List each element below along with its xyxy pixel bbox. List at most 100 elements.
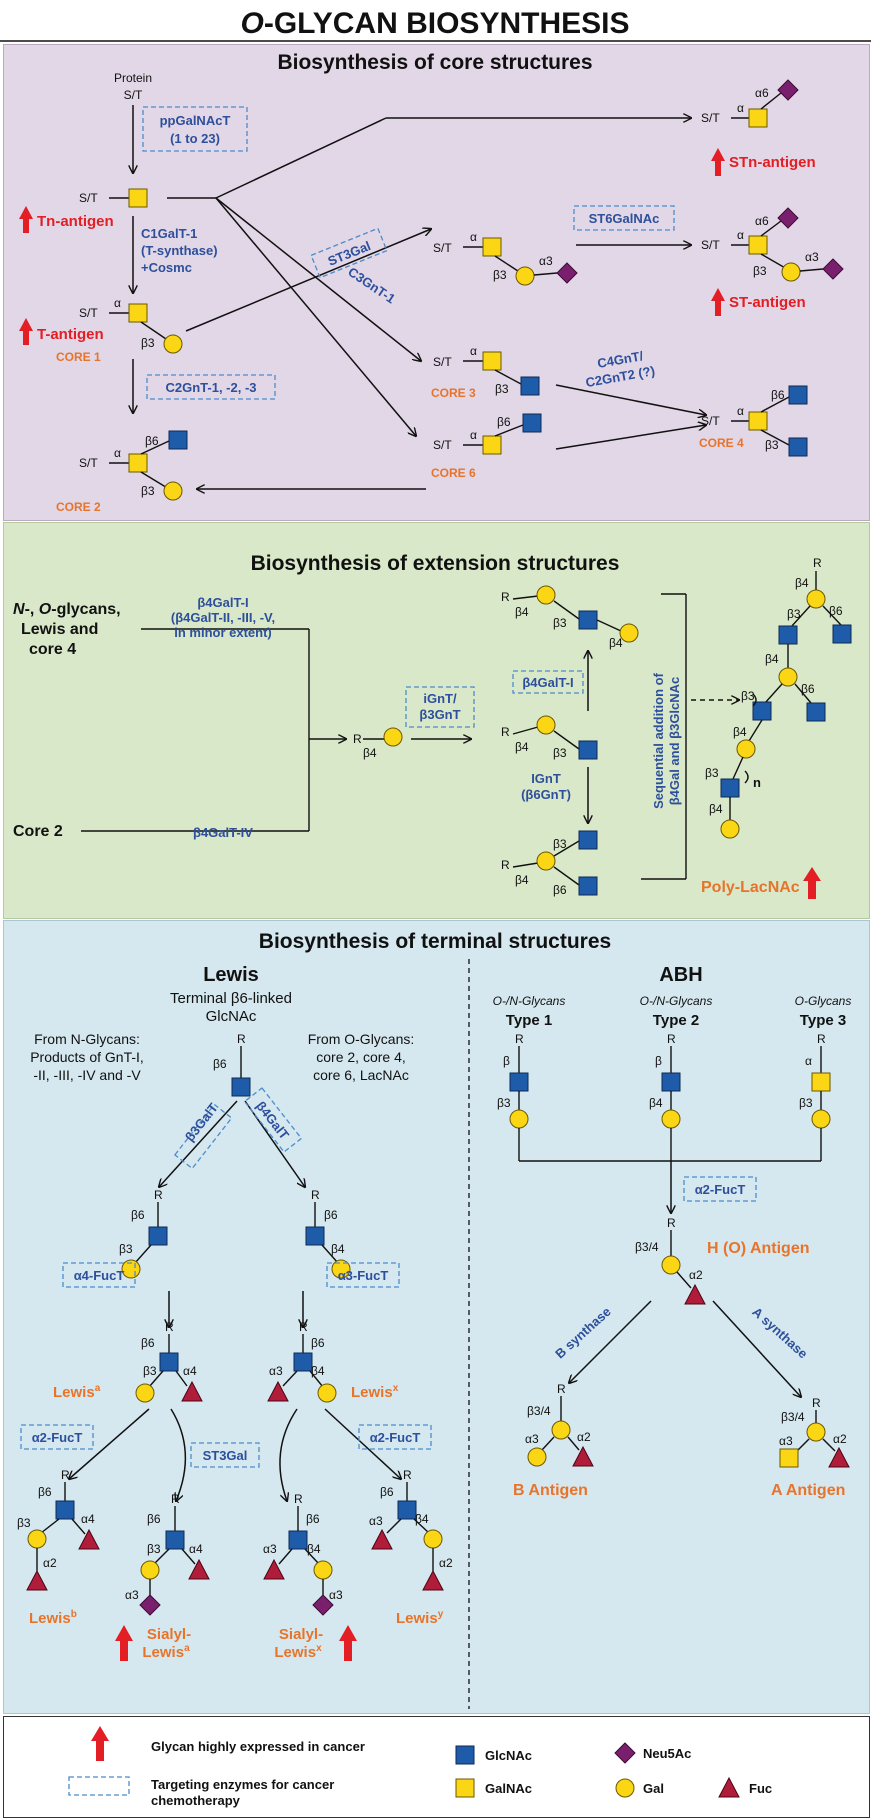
lewis-top-b6: β6 bbox=[213, 1057, 227, 1071]
c6-st: S/T bbox=[433, 438, 452, 452]
poly-b4d: β4 bbox=[709, 802, 723, 816]
legend-enzyme-box bbox=[68, 1776, 130, 1796]
legend-box-label: Targeting enzymes for cancer bbox=[151, 1777, 334, 1792]
t2l-b4: β4 bbox=[331, 1242, 345, 1256]
slea-cancer-arrow bbox=[115, 1625, 133, 1661]
cosmc-label: +Cosmc bbox=[141, 260, 192, 275]
t2l-gal bbox=[331, 1259, 351, 1279]
c4-alpha: α bbox=[737, 404, 744, 418]
lewis-a-text: Lewis bbox=[53, 1384, 95, 1401]
slex-b4: β4 bbox=[307, 1542, 321, 1556]
bot-glcnac-b3 bbox=[578, 830, 598, 850]
b4galt-minor1: (β4GalT-II, -III, -V, bbox=[171, 610, 275, 625]
poly-b3b: β3 bbox=[741, 689, 755, 703]
poly-b3a: β3 bbox=[787, 607, 801, 621]
a4fuct-label: α4-FucT bbox=[74, 1268, 125, 1283]
lea-b3: β3 bbox=[143, 1364, 157, 1378]
lewis-sub1: Terminal β6-linked bbox=[170, 990, 292, 1007]
fromO1: From O-Glycans: bbox=[308, 1031, 415, 1047]
legend-neu5ac-label: Neu5Ac bbox=[643, 1746, 691, 1761]
core2-label: CORE 2 bbox=[56, 500, 101, 514]
b4galt-box bbox=[243, 1087, 303, 1153]
bot-gal bbox=[536, 851, 556, 871]
a2fuct-abh-box bbox=[683, 1176, 757, 1202]
lewis-x-text: Lewis bbox=[351, 1384, 393, 1401]
lex-fuc bbox=[267, 1380, 289, 1402]
ignt-label2: β3GnT bbox=[419, 707, 460, 722]
bag-fuc bbox=[572, 1445, 594, 1467]
st-beta3: β3 bbox=[753, 264, 767, 278]
legend-arrow-label: Glycan highly expressed in cancer bbox=[151, 1739, 365, 1754]
c2-alpha: α bbox=[114, 446, 121, 460]
st-alpha: α bbox=[737, 228, 744, 242]
stn-st: S/T bbox=[701, 111, 720, 125]
extension-section-title: Biosynthesis of extension structures bbox=[251, 552, 620, 575]
leb-b6: β6 bbox=[38, 1485, 52, 1499]
legend-glcnac-icon bbox=[455, 1745, 475, 1765]
fromO2: core 2, core 4, bbox=[316, 1049, 406, 1065]
t2l-r: R bbox=[311, 1188, 320, 1202]
type2-label: Type 2 bbox=[653, 1012, 699, 1029]
leb-a2: α2 bbox=[43, 1556, 57, 1570]
a-antigen-label: A Antigen bbox=[771, 1482, 845, 1499]
st-antigen-label: ST-antigen bbox=[729, 294, 806, 311]
leb-gal bbox=[27, 1529, 47, 1549]
lewis-x-label: Lewisx bbox=[351, 1383, 399, 1401]
a3fuct-label: α3-FucT bbox=[338, 1268, 389, 1283]
poly-gal2 bbox=[778, 667, 798, 687]
ley-b4: β4 bbox=[415, 1512, 429, 1526]
ley-fuc-a2 bbox=[422, 1569, 444, 1591]
leb-r: R bbox=[61, 1468, 70, 1482]
sources-line1: N-, O-glycans, bbox=[13, 601, 121, 618]
bag-b34: β3/4 bbox=[527, 1404, 551, 1418]
poly-glcnac5 bbox=[720, 778, 740, 798]
poly-b6a: β6 bbox=[829, 604, 843, 618]
c6-beta6: β6 bbox=[497, 415, 511, 429]
c2-st: S/T bbox=[79, 456, 98, 470]
st3-galnac bbox=[482, 237, 502, 257]
st-label: S/T bbox=[124, 88, 143, 102]
a2fuct-right-box bbox=[358, 1424, 432, 1450]
lea-r: R bbox=[165, 1320, 174, 1334]
a3fuct-box bbox=[326, 1262, 400, 1288]
slex-gal bbox=[313, 1560, 333, 1580]
top-glcnac bbox=[578, 610, 598, 630]
protein-label: Protein bbox=[114, 71, 152, 85]
mid-glcnac bbox=[578, 740, 598, 760]
core1-label: CORE 1 bbox=[56, 350, 101, 364]
poly-b4a: β4 bbox=[795, 576, 809, 590]
t-antigen-label: T-antigen bbox=[37, 326, 104, 343]
lewis-top-r: R bbox=[237, 1032, 246, 1046]
t-gal bbox=[163, 334, 183, 354]
bot-glcnac-b6 bbox=[578, 876, 598, 896]
st6galnac-label: ST6GalNAc bbox=[589, 211, 660, 226]
slex-lewis: Lewis bbox=[274, 1644, 316, 1661]
lea-gal bbox=[135, 1383, 155, 1403]
lacnac-gal bbox=[383, 727, 403, 747]
st3gal-terminal-label: ST3Gal bbox=[203, 1448, 248, 1463]
b4galt4-label: β4GalT-IV bbox=[193, 825, 253, 840]
st3-neu5ac bbox=[556, 262, 578, 284]
abh1-b3: β3 bbox=[497, 1096, 511, 1110]
legend: Glycan highly expressed in cancer Target… bbox=[3, 1716, 870, 1818]
core4-label: CORE 4 bbox=[699, 436, 744, 450]
fromN1: From N-Glycans: bbox=[34, 1031, 140, 1047]
ley-gal bbox=[423, 1529, 443, 1549]
slex-neu5ac bbox=[312, 1594, 334, 1616]
t2l-b6: β6 bbox=[324, 1208, 338, 1222]
sequential-label1: Sequential addition of bbox=[651, 672, 666, 808]
bot-beta3: β3 bbox=[553, 837, 567, 851]
stn-galnac bbox=[748, 108, 768, 128]
slea-b6: β6 bbox=[147, 1512, 161, 1526]
t2l-glcnac bbox=[305, 1226, 325, 1246]
c3-st: S/T bbox=[433, 355, 452, 369]
type3-label: Type 3 bbox=[800, 1012, 846, 1029]
lea-a4: α4 bbox=[183, 1364, 197, 1378]
abh2-r: R bbox=[667, 1032, 676, 1046]
poly-gal3 bbox=[736, 739, 756, 759]
slex-b6: β6 bbox=[306, 1512, 320, 1526]
page-title: O-GLYCAN BIOSYNTHESIS bbox=[241, 7, 630, 40]
abh1-r: R bbox=[515, 1032, 524, 1046]
lewis-top-glcnac bbox=[231, 1077, 251, 1097]
st-alpha3: α3 bbox=[805, 250, 819, 264]
